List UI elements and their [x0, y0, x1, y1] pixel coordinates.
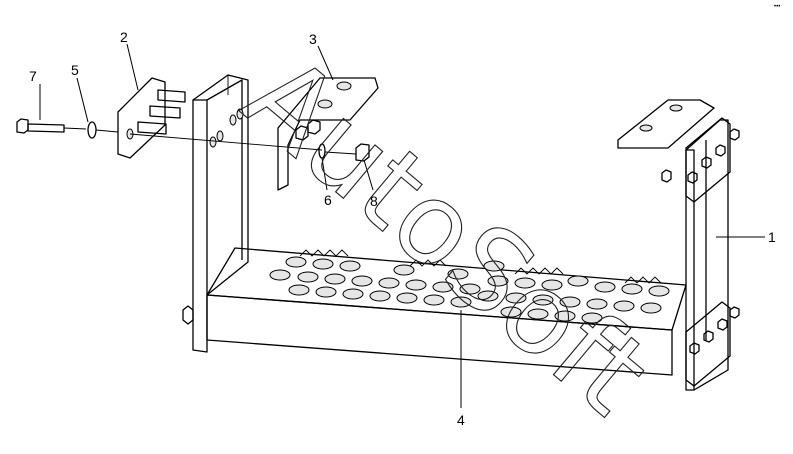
callout-8: 8: [370, 193, 378, 209]
left-side-bracket: [182, 74, 249, 353]
tread-holes: [269, 256, 670, 324]
leader-lines: [39, 43, 765, 408]
callout-2: 2: [120, 29, 128, 45]
callout-3: 3: [309, 31, 317, 47]
callout-6: 6: [324, 192, 332, 208]
nut: [355, 143, 370, 162]
callout-5: 5: [71, 62, 79, 78]
callout-4: 4: [457, 412, 465, 428]
bolt: [16, 118, 87, 134]
step-tread: [206, 247, 687, 376]
callout-labels: 1 2 3 4 5 6 7 8: [29, 29, 776, 428]
stud-plate: [117, 77, 186, 159]
callout-7: 7: [29, 68, 37, 84]
watermark: AutoSoft: [221, 31, 673, 440]
right-mounting-arm: [617, 99, 715, 149]
washer: [87, 121, 97, 139]
side-bracket: [661, 117, 740, 391]
callout-1: 1: [768, 229, 776, 245]
mounting-bracket: [277, 77, 379, 191]
corner-mark: •••: [774, 4, 780, 10]
